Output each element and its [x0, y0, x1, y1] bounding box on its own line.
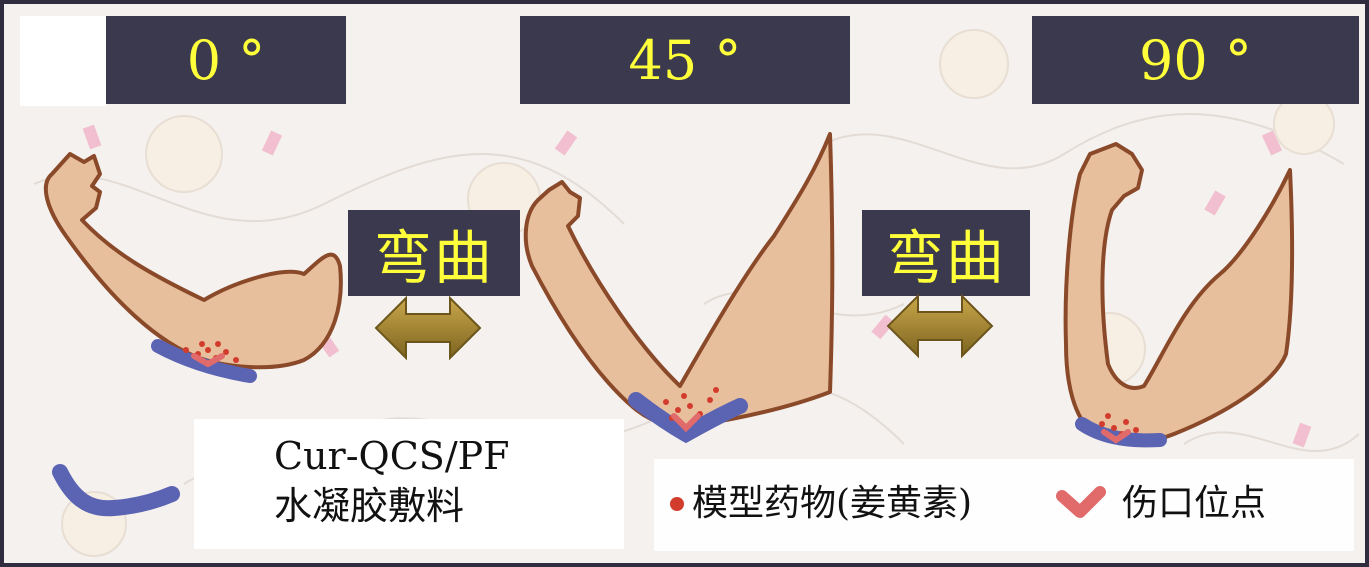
double-arrow-icon [374, 295, 482, 361]
drug-dots-45 [663, 387, 719, 421]
bg-mark [261, 130, 283, 156]
bg-mark [1292, 422, 1312, 448]
wound-site-45 [671, 413, 701, 433]
drug-dots-0 [183, 341, 239, 363]
arm-diagram [43, 132, 1295, 518]
angle-label-0: 0 ° [106, 16, 346, 104]
wound-site-0 [191, 353, 225, 368]
legend-white-pane [194, 419, 624, 549]
wound-site-90 [1101, 429, 1131, 444]
bg-micelle [145, 115, 223, 193]
bg-mark [1261, 130, 1283, 156]
legend-drug-label: 模型药物(姜黄素) [692, 483, 973, 524]
bend-label-1: 弯曲 [348, 210, 520, 296]
bg-mark [554, 130, 578, 156]
bend-label-2: 弯曲 [862, 210, 1030, 296]
angle-label-90: 90 ° [1032, 16, 1359, 104]
legend-wound-icon [1056, 486, 1106, 518]
legend-right-white-pane [654, 459, 1354, 551]
arm-90-degree [1063, 142, 1295, 445]
legend-drug-dot-icon [670, 497, 684, 511]
legend-dressing-line2: 水凝胶敷料 [274, 484, 465, 528]
bg-mark [82, 124, 102, 150]
drug-dots-90 [1099, 413, 1139, 437]
bg-curve [33, 153, 625, 225]
bg-mark [871, 314, 895, 340]
bg-micelle [939, 29, 1009, 99]
legend-dressing-icon [52, 464, 180, 517]
bg-mark [1204, 190, 1226, 216]
arm-0-degree [43, 152, 343, 370]
bg-curve [1183, 431, 1360, 453]
top-left-white-pane [20, 16, 106, 106]
angle-label-45: 45 ° [520, 16, 850, 104]
dressing-patch-0 [151, 339, 257, 383]
dressing-patch-45 [628, 392, 748, 444]
legend-dressing-line1: Cur-QCS/PF [274, 434, 510, 478]
bg-curve [823, 113, 1345, 170]
legend-wound-label: 伤口位点 [1122, 483, 1267, 524]
arm-45-degree [523, 132, 835, 429]
double-arrow-icon [886, 293, 994, 359]
